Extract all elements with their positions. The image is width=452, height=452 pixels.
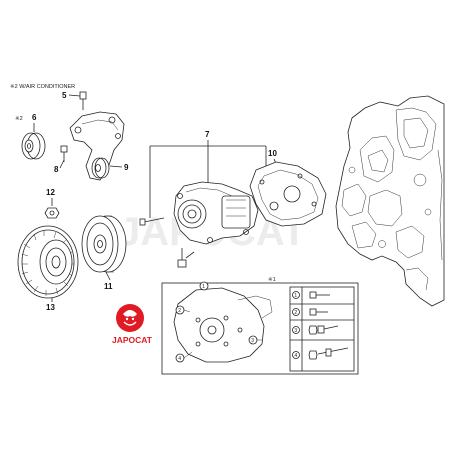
bolt-row-3 — [308, 325, 339, 335]
inset-circle-4: 4 — [178, 356, 181, 362]
logo-badge-icon — [116, 304, 144, 332]
mark-star2: ※2 — [15, 115, 23, 122]
note-air-conditioner: ※2 W/AIR CONDITIONER — [10, 83, 75, 90]
inset-circle-2: 2 — [178, 308, 181, 314]
callout-6: 6 — [32, 113, 37, 122]
bolt-5: 5 — [62, 91, 87, 110]
bolt-row-4 — [308, 347, 349, 360]
pump-bolt — [177, 248, 195, 268]
bolt-row-1 — [309, 291, 330, 299]
bolt-row-2-number: 2 — [294, 310, 297, 316]
bolt-row-2 — [309, 308, 328, 316]
callout-12: 12 — [46, 188, 55, 197]
callout-8: 8 — [54, 165, 59, 174]
callout-11: 11 — [104, 282, 113, 291]
idler-pulley-6: ※2 6 — [15, 113, 46, 160]
bolt-row-1-number: 1 — [294, 293, 297, 299]
callout-9: 9 — [124, 163, 129, 172]
callout-7: 7 — [205, 130, 210, 139]
bracket-tensioner-9: 9 — [69, 111, 129, 181]
bolt-row-3-number: 3 — [294, 328, 297, 334]
mark-star1: ※1 — [268, 276, 276, 283]
japocat-logo: JAPOCAT — [112, 304, 153, 345]
bolt-8: 8 — [54, 145, 68, 174]
callout-10: 10 — [268, 149, 277, 158]
engine-block — [335, 95, 445, 307]
fan-clutch-13: 13 — [17, 225, 79, 312]
detail-inset: ※1 1 2 3 4 1 2 3 4 — [161, 276, 359, 375]
callout-13: 13 — [46, 303, 55, 312]
bolt-row-4-number: 4 — [294, 353, 297, 359]
inset-circle-1: 1 — [202, 284, 205, 290]
inset-circle-3: 3 — [251, 338, 254, 344]
callout-5: 5 — [62, 91, 67, 100]
fan-pulley-11: 11 — [81, 215, 127, 291]
logo-text: JAPOCAT — [112, 335, 153, 345]
gasket-10: 10 — [249, 149, 327, 227]
nut-12: 12 — [44, 188, 60, 219]
water-pump-7: 7 — [139, 130, 267, 245]
